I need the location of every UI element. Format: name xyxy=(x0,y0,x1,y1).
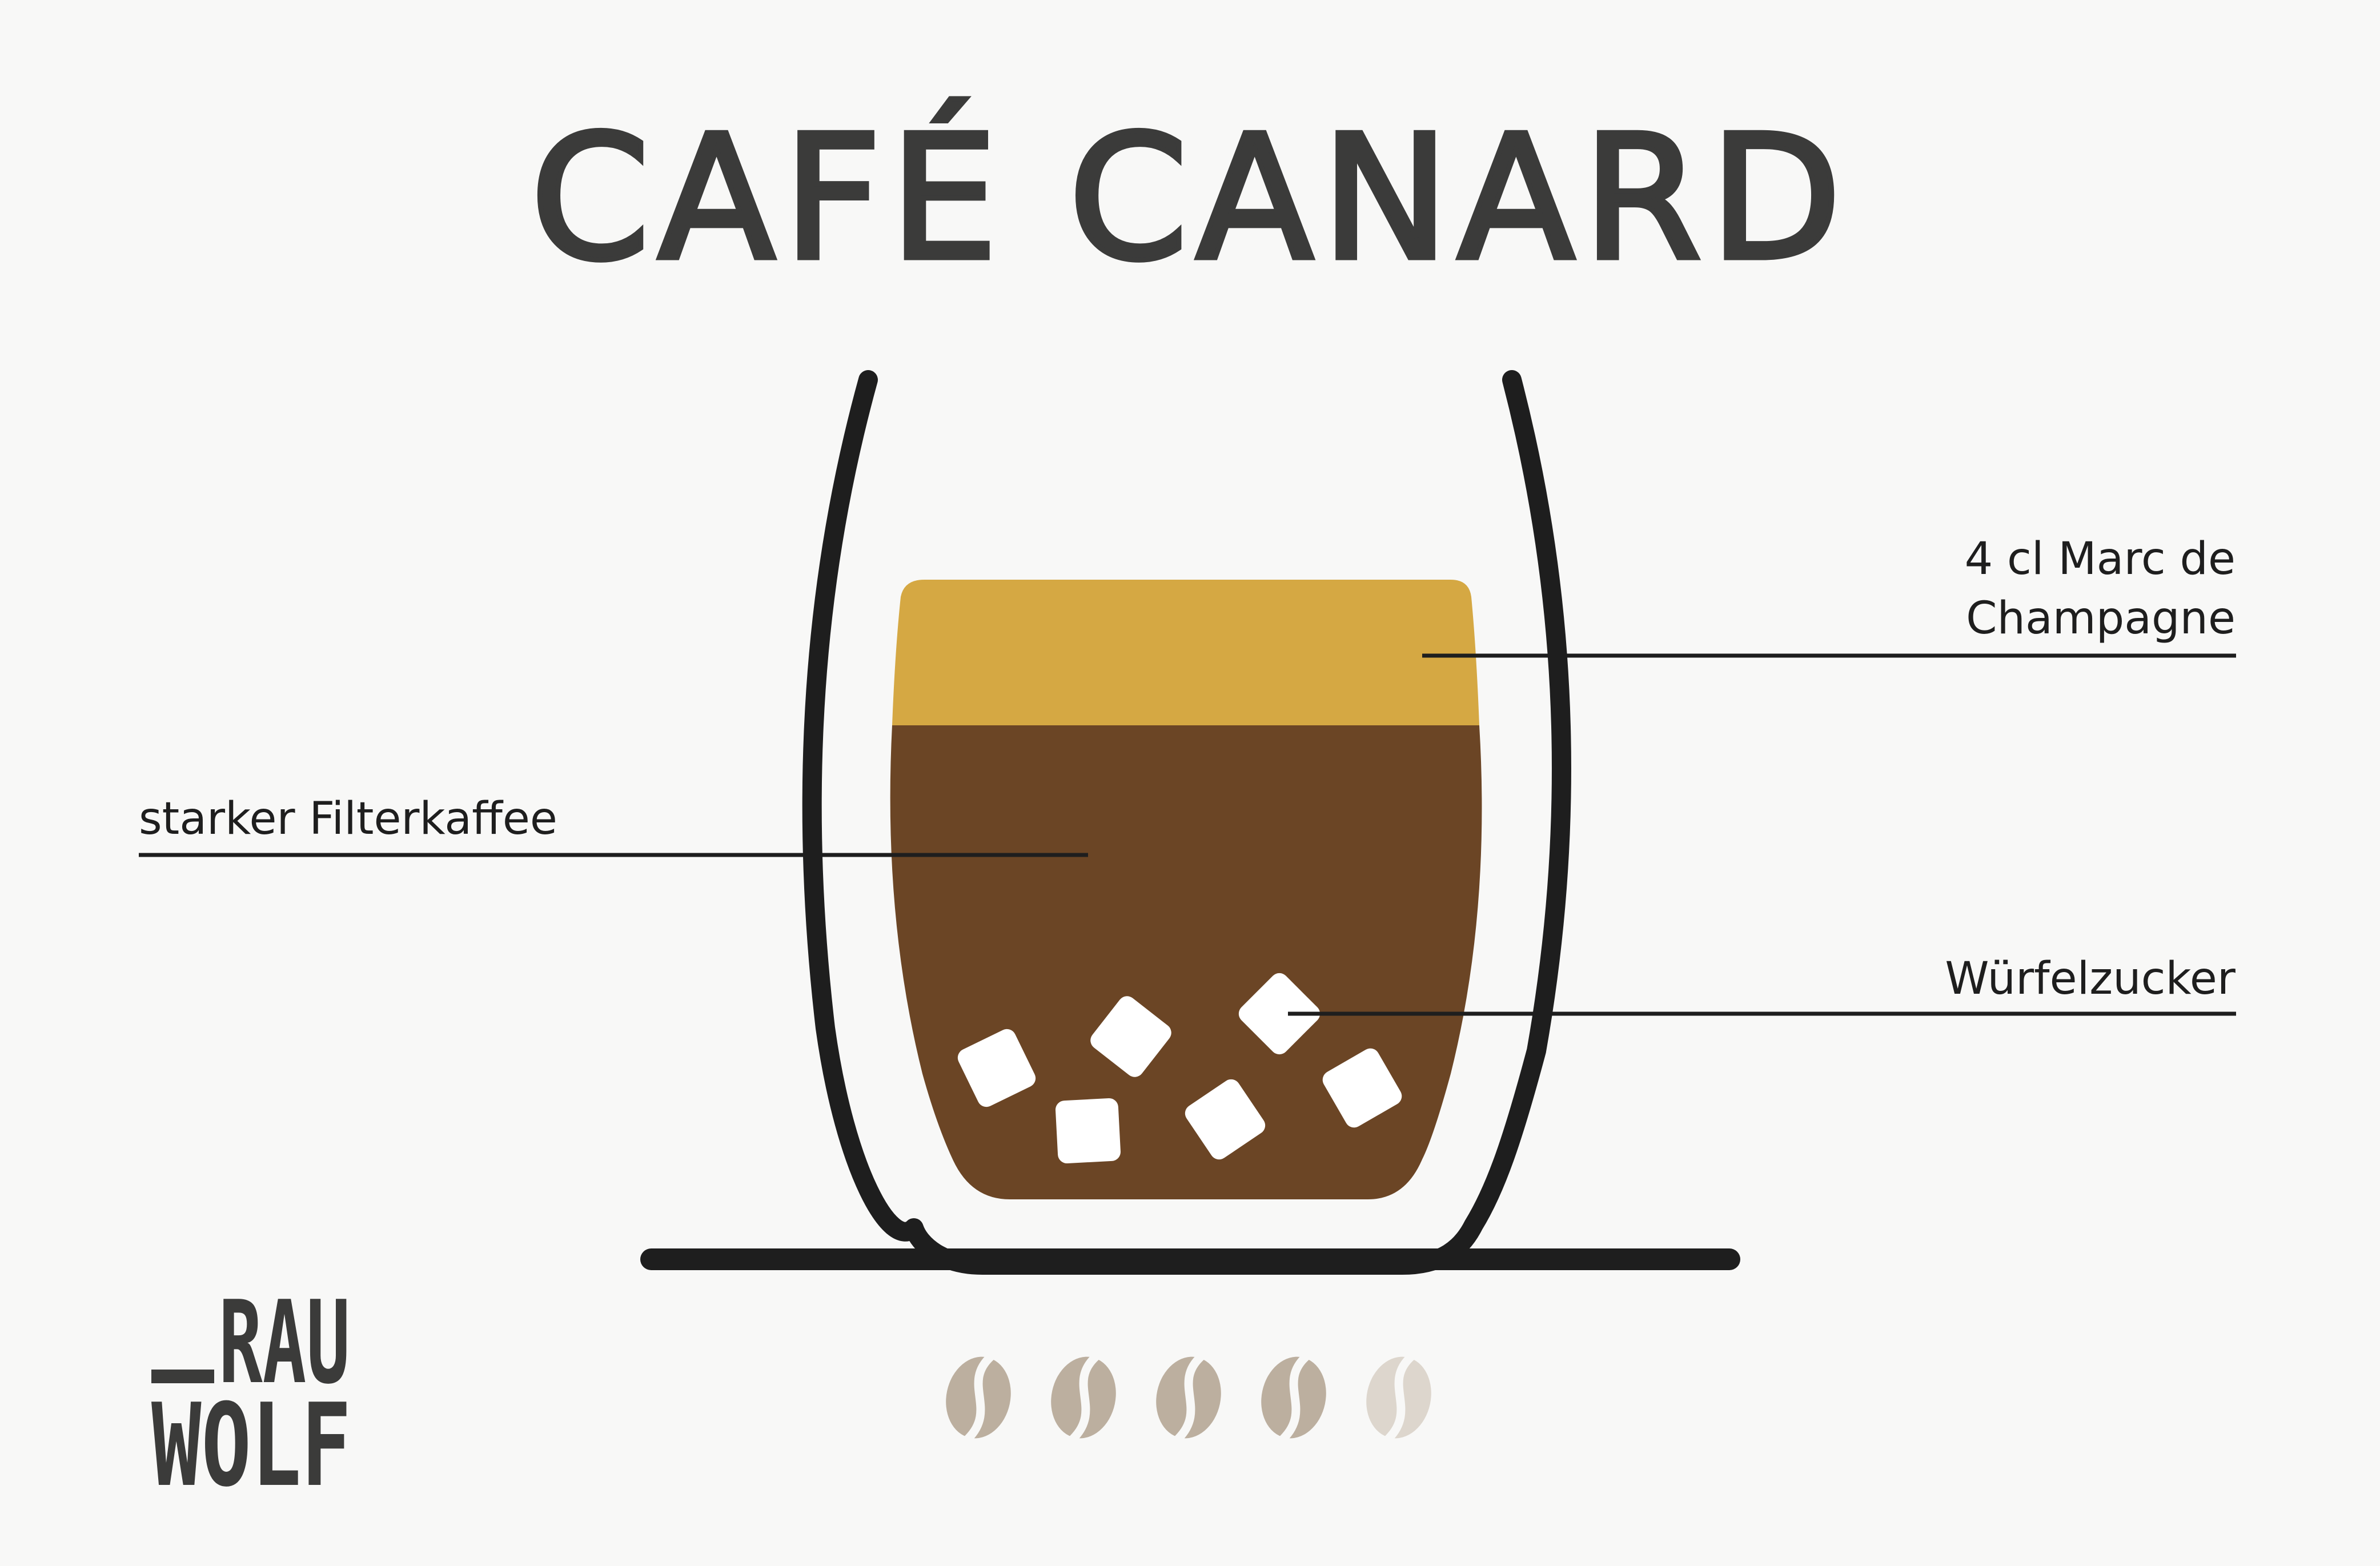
coffee-bean-icon xyxy=(946,1352,1011,1443)
strength-rating xyxy=(946,1352,1431,1443)
sugar-cube xyxy=(957,1029,1036,1107)
sugar-cube xyxy=(1238,973,1321,1055)
ingredient-label-marc-line-1: 4 cl Marc de xyxy=(1964,533,2235,585)
logo-underscore xyxy=(151,1370,214,1383)
recipe-title: CAFÉ CANARD xyxy=(528,99,1850,298)
coffee-bean-icon xyxy=(1366,1352,1431,1443)
coffee-bean-icon xyxy=(1051,1352,1116,1443)
sugar-cube xyxy=(1055,1098,1121,1163)
logo-line-2: WOLF xyxy=(151,1379,351,1512)
rauwolf-logo: RAU WOLF xyxy=(151,1276,351,1512)
sugar-cube xyxy=(1185,1079,1266,1160)
champagne-layer xyxy=(892,580,1479,725)
sugar-cube xyxy=(1322,1048,1402,1128)
ingredient-label-kaffee: starker Filterkaffee xyxy=(139,793,557,845)
sugar-cubes xyxy=(957,973,1402,1163)
coffee-bean-icon xyxy=(1156,1352,1221,1443)
ingredient-label-marc-line-2: Champagne xyxy=(1966,593,2235,644)
ingredient-label-zucker: Würfelzucker xyxy=(1945,953,2235,1005)
coffee-bean-icon xyxy=(1261,1352,1326,1443)
ingredient-label-marc: 4 cl Marc de Champagne xyxy=(1965,529,2235,648)
sugar-cube xyxy=(1090,996,1171,1077)
coffee-layer xyxy=(890,725,1482,1199)
logo-line-1: RAU xyxy=(219,1276,350,1410)
